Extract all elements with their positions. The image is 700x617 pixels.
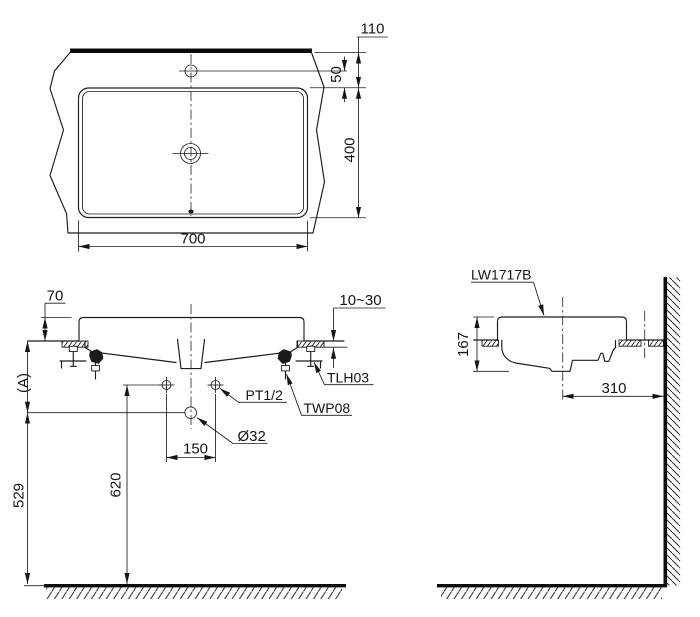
fixing-bracket-right <box>277 349 292 380</box>
fixing-bolt-right <box>295 345 323 369</box>
callout-bracket: TWP08 <box>286 373 352 416</box>
fixing-bolt-left <box>59 345 87 369</box>
dim-10-30: 10~30 <box>330 292 386 368</box>
overflow-hole <box>188 209 194 214</box>
dim-50: 50 <box>328 56 348 102</box>
label-bolt: TLH03 <box>327 370 369 386</box>
basin-outer-rim <box>77 87 309 219</box>
back-edge-bar <box>70 48 312 53</box>
counter-side-left <box>481 339 499 347</box>
dim-label-529: 529 <box>11 483 28 508</box>
callout-drain-dia: Ø32 <box>196 417 268 445</box>
label-model: LW1717B <box>471 267 531 283</box>
bowl-side-profile <box>501 339 617 372</box>
dim-620: 620 <box>108 385 130 584</box>
dim-label-620: 620 <box>108 472 125 497</box>
fixing-bracket-left <box>89 349 104 380</box>
dim-label-10-30: 10~30 <box>339 292 381 309</box>
dim-310: 310 <box>562 380 664 399</box>
counter-side-wall <box>648 339 664 347</box>
dim-label-drain-dia: Ø32 <box>238 428 266 445</box>
dim-label-400: 400 <box>342 137 359 162</box>
counter-side-right <box>618 339 642 347</box>
dim-label-167: 167 <box>455 332 472 357</box>
floor-left <box>24 584 346 599</box>
dim-700: 700 <box>78 220 308 252</box>
dim-label-110: 110 <box>361 21 385 38</box>
dim-529: 529 <box>11 412 31 584</box>
dim-70: 70 <box>41 288 72 341</box>
faucet-hole <box>179 64 347 78</box>
floor-right <box>437 584 667 599</box>
dim-label-70: 70 <box>47 288 64 305</box>
counter-outline <box>49 51 326 234</box>
callout-supply-thread: PT1/2 <box>219 387 287 403</box>
plan-view: 700 110 50 400 <box>49 21 388 252</box>
dim-label-700: 700 <box>180 231 205 248</box>
dim-label-A: (A) <box>15 373 32 393</box>
sink-side-outline <box>496 316 628 342</box>
dim-167: 167 <box>455 316 509 372</box>
dim-110: 110 <box>355 21 388 88</box>
dim-label-150: 150 <box>183 441 208 458</box>
drain-hole <box>172 143 209 164</box>
dim-A: (A) <box>15 341 32 413</box>
supply-point-left <box>158 377 175 393</box>
label-bracket: TWP08 <box>304 400 351 416</box>
callout-model: LW1717B <box>471 267 545 316</box>
dim-400: 400 <box>342 87 362 218</box>
callout-bolt: TLH03 <box>313 361 374 386</box>
dim-150: 150 <box>166 394 216 462</box>
drain-outlet <box>184 406 197 419</box>
dim-label-50: 50 <box>328 66 345 83</box>
bowl-underside-left <box>84 340 177 364</box>
side-view: 167 310 LW1717B <box>437 267 681 599</box>
bowl-underside-right <box>204 340 299 364</box>
front-view: (A) 529 620 150 70 <box>11 288 386 599</box>
dim-label-310: 310 <box>601 380 626 397</box>
basin-inner-rim <box>82 91 304 215</box>
label-supply-thread: PT1/2 <box>246 387 284 403</box>
wall <box>663 277 681 587</box>
sink-front-outline <box>78 316 305 342</box>
supply-point-right <box>207 377 224 393</box>
